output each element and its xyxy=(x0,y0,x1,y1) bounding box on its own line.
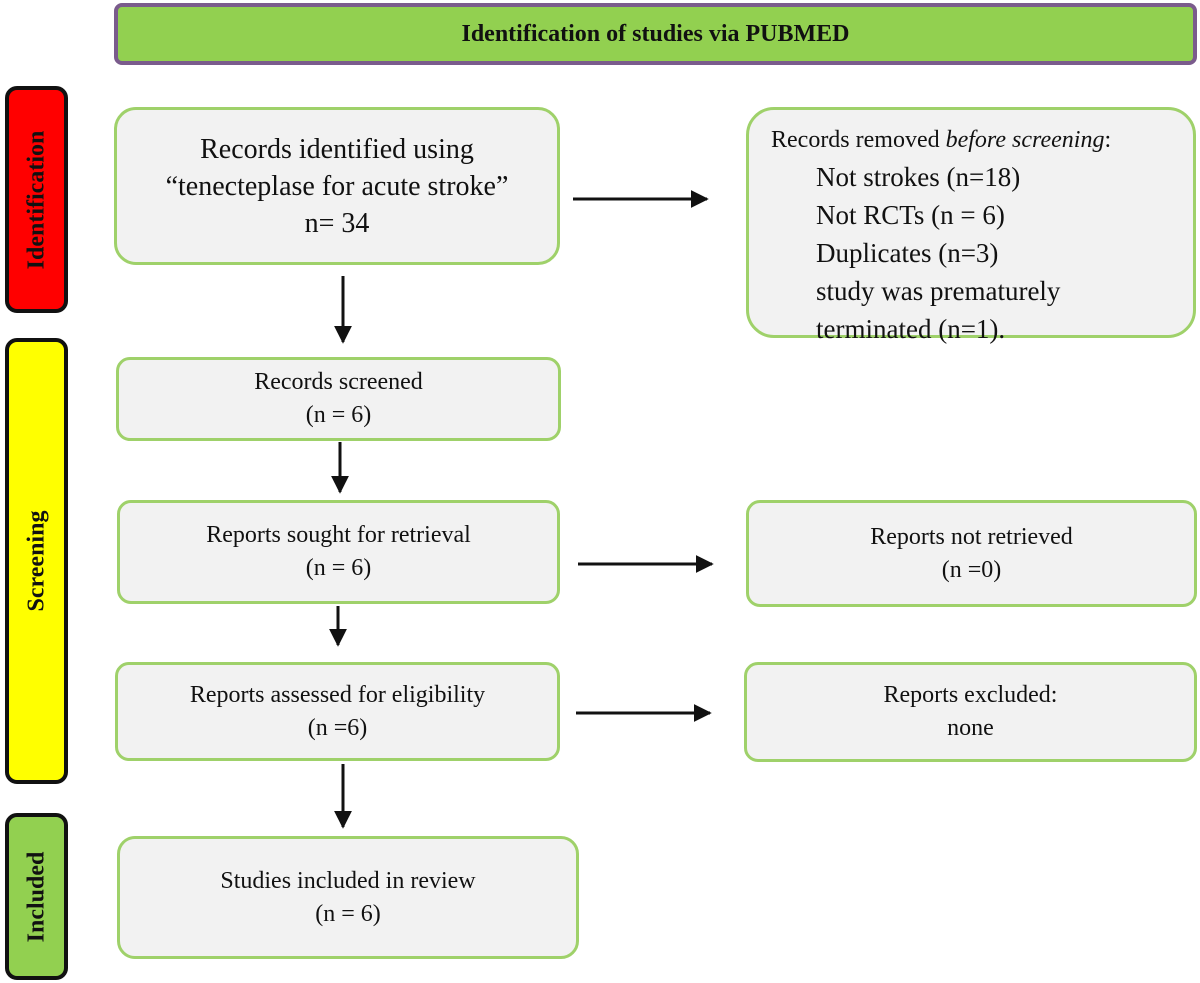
studies-included-label: Studies included in review xyxy=(220,867,476,894)
phase-included: Included xyxy=(5,813,68,980)
records-identified-line-2: “tenecteplase for acute stroke” xyxy=(165,170,509,202)
reports-excluded-value: none xyxy=(947,715,994,741)
records-identified-line-1: Records identified using xyxy=(200,133,474,165)
records-removed-title-prefix: Records removed xyxy=(771,127,946,153)
records-removed-title-emphasis: before screening xyxy=(945,127,1105,153)
reports-assessed-label: Reports assessed for eligibility xyxy=(189,681,486,708)
records-identified-box: Records identified using “tenecteplase f… xyxy=(114,107,560,265)
records-screened-count: (n = 6) xyxy=(305,402,372,428)
records-removed-title-suffix: : xyxy=(1104,127,1112,153)
studies-included-box: Studies included in review (n = 6) xyxy=(117,836,579,959)
diagram-header: Identification of studies via PUBMED xyxy=(114,3,1197,65)
reports-not-retrieved-label: Reports not retrieved xyxy=(870,523,1073,550)
phase-screening: Screening xyxy=(5,338,68,784)
reports-sought-label: Reports sought for retrieval xyxy=(206,522,471,548)
studies-included-count: (n = 6) xyxy=(315,900,381,927)
reports-sought-box: Reports sought for retrieval (n = 6) xyxy=(117,500,560,604)
records-removed-title: Records removed before screening: xyxy=(771,124,1193,156)
reports-assessed-count: (n =6) xyxy=(307,714,368,741)
removed-item-terminated-2: terminated (n=1). xyxy=(816,314,1006,344)
reports-sought-count: (n = 6) xyxy=(305,555,372,581)
reports-excluded-box: Reports excluded: none xyxy=(744,662,1197,762)
removed-item-duplicates: Duplicates (n=3) xyxy=(816,238,999,268)
records-removed-box: Records removed before screening: Not st… xyxy=(746,107,1196,344)
removed-item-terminated-1: study was prematurely xyxy=(816,276,1061,306)
reports-excluded-label: Reports excluded: xyxy=(883,682,1058,708)
reports-not-retrieved-count: (n =0) xyxy=(941,556,1002,583)
records-identified-count: n= 34 xyxy=(304,207,370,239)
records-screened-box: Records screened (n = 6) xyxy=(116,357,561,441)
reports-not-retrieved-box: Reports not retrieved (n =0) xyxy=(746,500,1197,607)
phase-identification: Identification xyxy=(5,86,68,313)
records-screened-label: Records screened xyxy=(254,369,423,395)
removed-item-not-rcts: Not RCTs (n = 6) xyxy=(816,200,1005,230)
header-title: Identification of studies via PUBMED xyxy=(461,20,850,47)
reports-assessed-box: Reports assessed for eligibility (n =6) xyxy=(115,662,560,761)
removed-item-not-strokes: Not strokes (n=18) xyxy=(816,162,1021,192)
